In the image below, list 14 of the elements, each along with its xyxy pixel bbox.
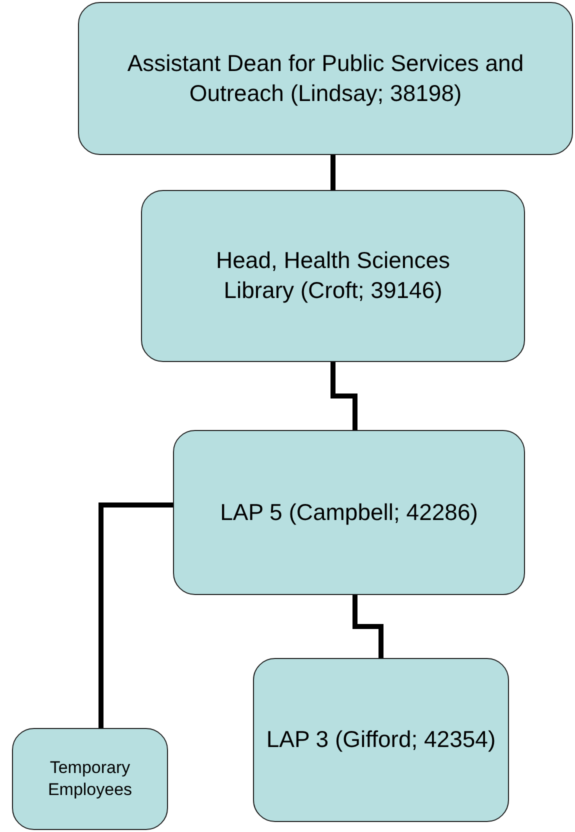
position-label: LAP 3 (Gifford; 42354) (266, 725, 496, 754)
org-box (253, 658, 509, 822)
connector-line (330, 362, 358, 430)
org-box (173, 430, 525, 595)
position-label: Temporary Employees (46, 756, 134, 801)
position-label: LAP 5 (Campbell; 42286) (220, 498, 478, 527)
connector-line (98, 502, 173, 728)
connector-line (330, 155, 336, 190)
position-label: Head, Health Sciences Library (Croft; 39146) (215, 246, 451, 305)
org-box (141, 190, 525, 362)
connector-line (352, 595, 384, 658)
org-box (12, 728, 168, 830)
org-box (78, 2, 573, 155)
position-label: Assistant Dean for Public Services and Outreach (Lindsay; 38198) (126, 48, 525, 108)
